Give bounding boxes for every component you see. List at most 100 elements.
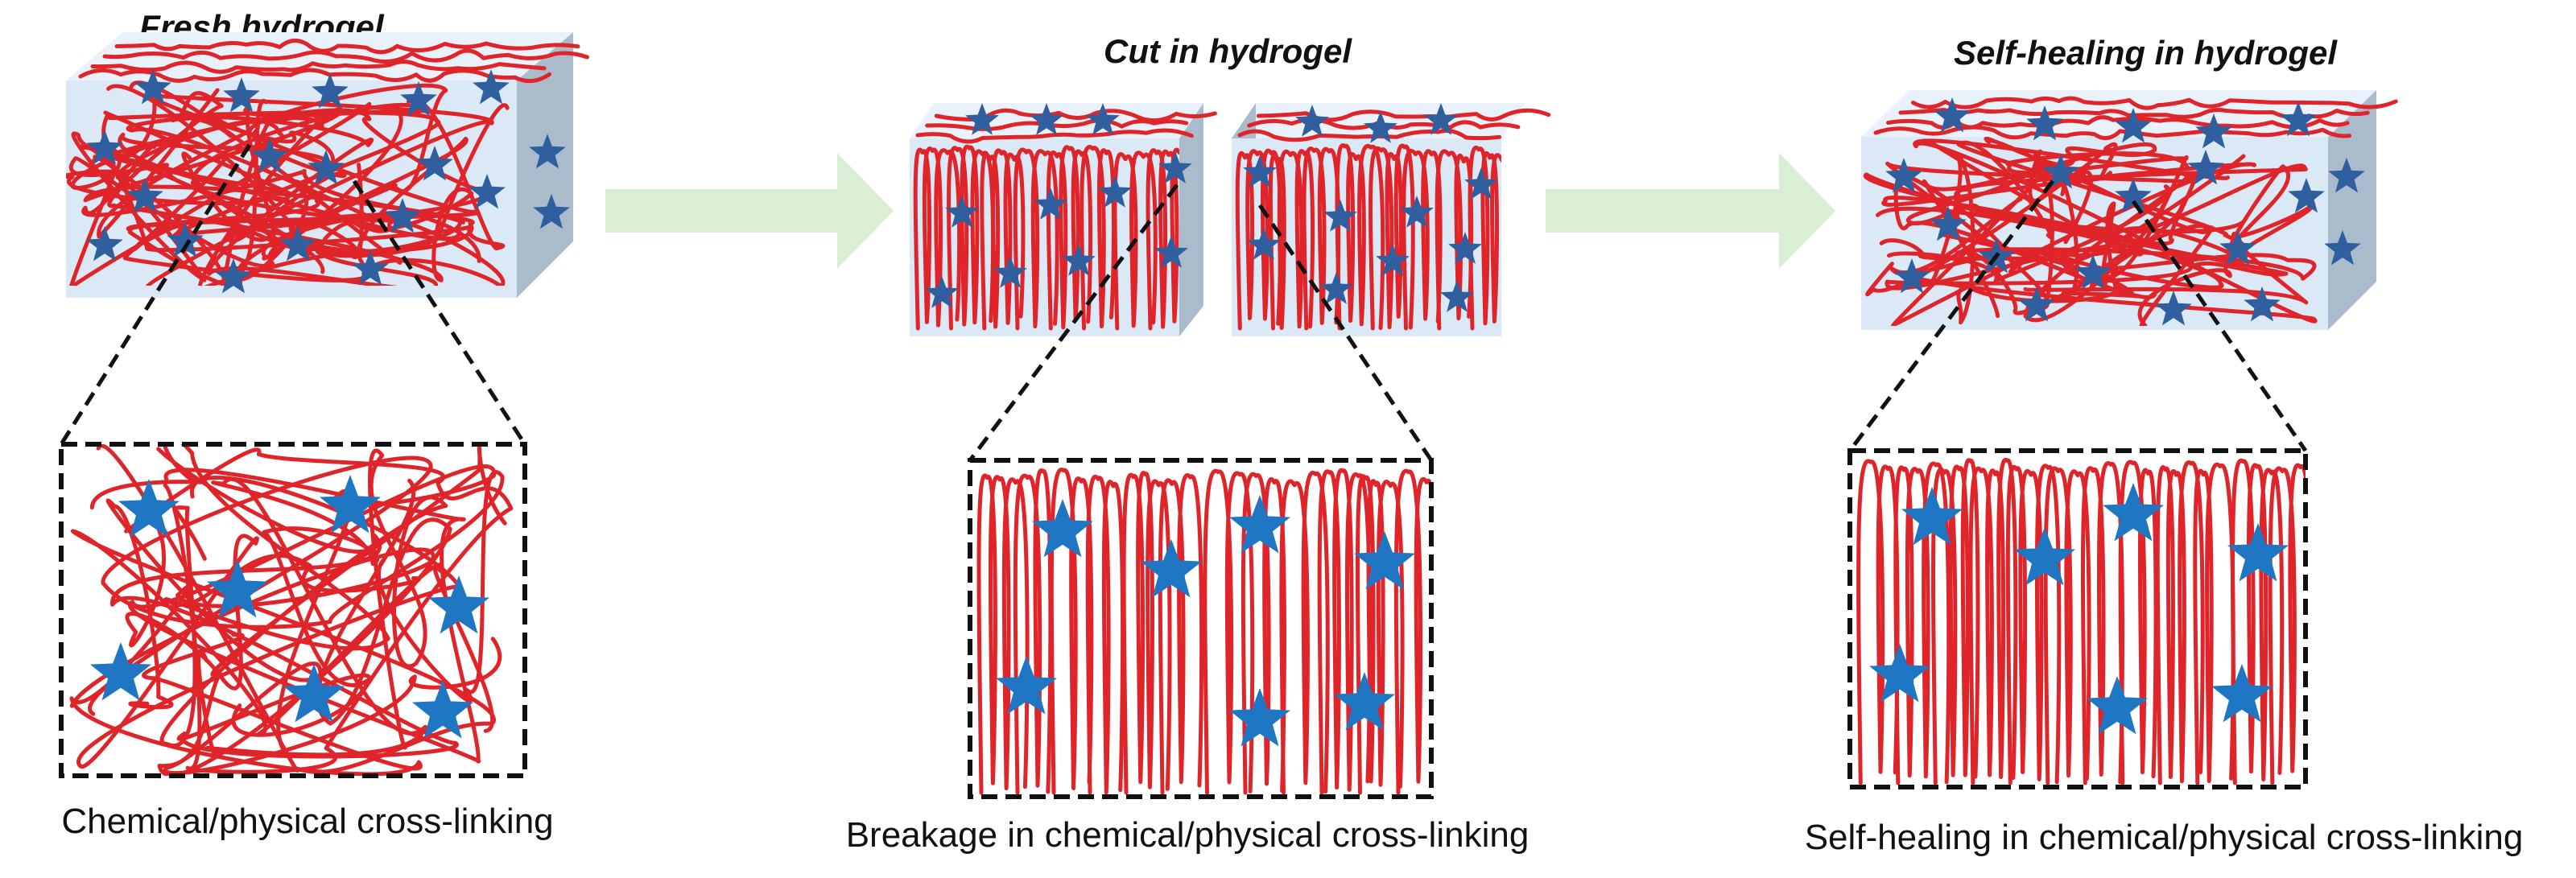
polymer-chain — [2005, 464, 2062, 785]
zoom-line-right — [352, 179, 527, 446]
polymer-chain — [947, 144, 996, 331]
star-crosslink-icon — [412, 680, 473, 739]
panel-caption: Breakage in chemical/physical cross-link… — [846, 815, 1530, 855]
star-crosslink-icon — [86, 130, 123, 165]
polymer-chain — [1911, 96, 2398, 110]
polymer-chain — [2230, 458, 2285, 785]
star-crosslink-icon — [2018, 286, 2055, 322]
star-crosslink-icon — [1030, 103, 1063, 135]
star-crosslink-icon — [2324, 230, 2361, 266]
panel-caption: Self-healing in chemical/physical cross-… — [1805, 818, 2524, 857]
star-crosslink-icon — [2288, 178, 2325, 213]
polymer-chain — [1113, 150, 1158, 331]
zoom-line-left — [1848, 179, 2054, 452]
polymer-chain — [69, 547, 436, 776]
star-crosslink-icon — [1323, 200, 1357, 232]
star-crosslink-icon — [312, 73, 349, 109]
star-crosslink-icon — [1141, 539, 1202, 598]
panel-healed: Self-healing in hydrogel Self-healing in… — [1805, 34, 2524, 857]
panel-title: Cut in hydrogel — [1104, 32, 1352, 70]
polymer-chain — [1968, 457, 2018, 785]
polymer-chain — [69, 97, 506, 286]
polymer-network-top — [78, 39, 589, 84]
polymer-chain — [913, 146, 962, 331]
star-crosslink-icon — [1154, 236, 1188, 268]
star-crosslink-icon — [2074, 254, 2112, 290]
panel-fresh: Fresh hydrogel Chemical/physical cross-l… — [59, 8, 589, 841]
star-crosslink-icon — [400, 81, 437, 117]
polymer-chain — [2043, 466, 2091, 785]
star-crosslink-icon — [1354, 531, 1415, 590]
zoom-frame — [1847, 448, 2308, 789]
star-crosslink-icon — [251, 138, 288, 173]
polymer-chain — [2268, 463, 2306, 785]
star-crosslink-icon — [1032, 499, 1093, 558]
polymer-chain — [1393, 468, 1431, 795]
star-crosslink-icon — [2103, 483, 2164, 542]
zoom-line-left — [968, 183, 1179, 462]
zoom-polymer-network — [976, 468, 1431, 795]
crosslink-stars — [925, 103, 1192, 308]
polymer-chain — [1905, 160, 2248, 299]
gel-block — [66, 32, 589, 298]
polymer-chain — [127, 464, 496, 764]
polymer-chain — [124, 447, 514, 774]
star-crosslink-icon — [2087, 676, 2148, 735]
star-crosslink-icon — [1893, 258, 1930, 294]
zoom-inset — [968, 458, 1434, 799]
star-crosslink-icon — [1448, 232, 1482, 264]
polymer-chain — [2193, 462, 2235, 785]
star-crosslink-icon — [2219, 230, 2256, 266]
star-crosslink-icon — [1086, 103, 1120, 135]
polymer-chain — [980, 148, 1026, 331]
star-crosslink-icon — [1062, 244, 1096, 276]
star-crosslink-icon — [1098, 175, 1132, 208]
zoom-inset — [59, 442, 527, 778]
star-crosslink-icon — [2195, 113, 2232, 149]
star-crosslink-icon — [529, 134, 566, 169]
polymer-chain — [1955, 154, 2317, 315]
polymer-chain — [110, 447, 459, 759]
star-crosslink-icon — [1034, 188, 1067, 220]
polymer-chain — [1080, 145, 1116, 331]
star-crosslink-icon — [473, 69, 510, 105]
star-crosslink-icon — [320, 475, 381, 534]
star-crosslink-icon — [1464, 167, 1498, 200]
zoom-polymer-network — [1856, 457, 2306, 785]
zoom-frame — [968, 458, 1434, 799]
polymer-chain — [1317, 468, 1373, 795]
gel-block — [1861, 90, 2398, 330]
polymer-chain — [2118, 460, 2158, 785]
polymer-chain — [1046, 145, 1093, 331]
polymer-chain — [1013, 468, 1053, 795]
star-crosslink-icon — [2187, 150, 2224, 185]
polymer-chain — [1247, 117, 1521, 130]
star-crosslink-icon — [428, 575, 489, 634]
polymer-chain — [1368, 143, 1415, 331]
star-crosslink-icon — [2244, 286, 2281, 322]
polymer-chain — [1121, 471, 1172, 795]
polymer-chain — [1235, 148, 1283, 331]
star-crosslink-icon — [1930, 206, 1967, 241]
star-crosslink-icon — [2328, 158, 2365, 193]
star-crosslink-icon — [1440, 280, 1474, 312]
star-crosslink-icon — [1229, 495, 1290, 554]
polymer-chain — [88, 455, 505, 716]
crosslink-stars — [1885, 97, 2365, 326]
zoom-line-right — [1257, 204, 1434, 462]
zoom-inset — [1847, 448, 2308, 789]
zoom-frame — [59, 442, 527, 778]
zoom-line-right — [2131, 200, 2308, 452]
polymer-chain — [71, 110, 325, 282]
star-crosslink-icon — [2115, 108, 2152, 143]
gel-side-face — [1179, 103, 1203, 336]
gel-half-left — [910, 103, 1217, 336]
star-crosslink-icon — [126, 178, 163, 213]
panel-title: Self-healing in hydrogel — [1954, 34, 2338, 72]
polymer-chain — [1268, 149, 1315, 331]
panel-cut: Cut in hydrogel Breakage in chemical/phy… — [846, 32, 1551, 855]
star-crosslink-icon — [1229, 688, 1290, 747]
star-crosslink-icon — [925, 276, 959, 308]
star-crosslink-icon — [2026, 105, 2063, 141]
zoom-crosslink-stars — [1869, 483, 2289, 735]
